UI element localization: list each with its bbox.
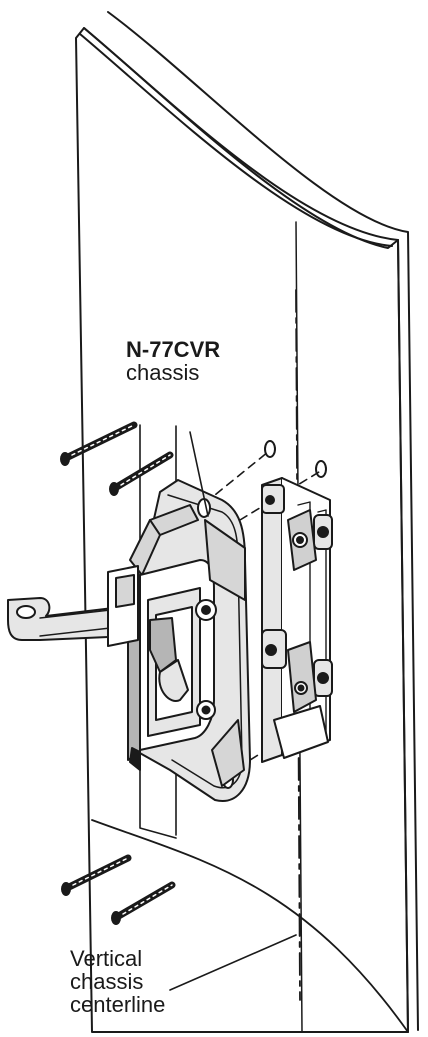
mounting-hole-top-right — [315, 460, 327, 478]
wall-panel — [75, 11, 419, 1033]
wall-right-edge — [397, 239, 409, 1033]
chassis-leader-line — [189, 431, 209, 517]
centerline-label: Vertical chassis centerline — [70, 947, 165, 1016]
centerline-label-line2: chassis — [70, 969, 144, 995]
wall-bottom-curve — [91, 819, 409, 1033]
mounting-hole-top-left — [264, 440, 276, 458]
screw-top-right — [109, 451, 174, 496]
screw-bottom-right — [111, 881, 176, 925]
centerline-label-line3: centerline — [70, 992, 166, 1018]
chassis-model-label: N-77CVR — [126, 337, 221, 362]
screw-top-left — [60, 421, 138, 466]
chassis-word-label: chassis — [126, 360, 200, 386]
chassis-body — [127, 479, 251, 802]
mounting-arm — [7, 565, 139, 647]
wall-top-fold-inner — [79, 33, 393, 247]
centerline-label-line1: Vertical — [70, 946, 143, 971]
wall-bracket — [261, 477, 333, 763]
centerline-leader-line — [169, 934, 297, 991]
chassis-label: N-77CVR chassis — [126, 338, 220, 384]
screw-bottom-left — [61, 854, 132, 896]
wall-top-fold — [83, 27, 399, 241]
